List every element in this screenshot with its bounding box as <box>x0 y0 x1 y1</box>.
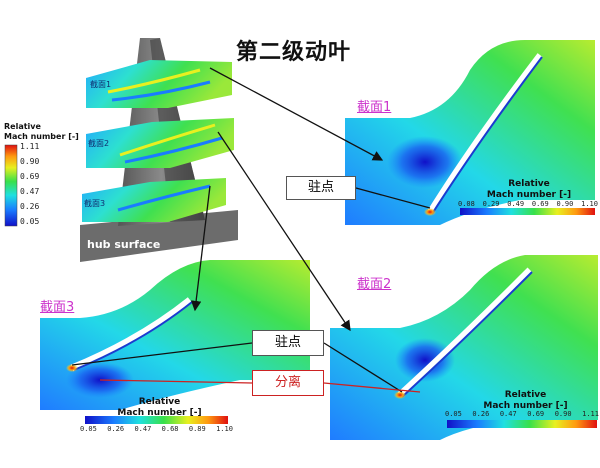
callout-separation: 分离 <box>252 370 324 396</box>
legend-s3-tick: 0.68 <box>161 425 179 433</box>
connector-lines <box>71 67 431 393</box>
legend-s2-tick: 0.47 <box>499 410 517 418</box>
section-3-label: 截面3 <box>40 300 75 315</box>
vertical-legend-tick: 0.47 <box>20 187 40 196</box>
vertical-legend <box>4 144 18 227</box>
legend-s2-tick: 0.26 <box>472 410 490 418</box>
legend-s1-title: Relative Mach number [-] <box>484 179 574 201</box>
vertical-legend-tick: 0.90 <box>20 157 40 166</box>
arrow-s2 <box>217 131 351 332</box>
arrow-s1 <box>209 67 384 161</box>
hub-surface-label: hub surface <box>87 238 161 251</box>
vertical-legend-tick: 0.26 <box>20 202 40 211</box>
vertical-legend-title-line1: Relative <box>4 122 41 131</box>
legend-s3-title-line2: Mach number [-] <box>117 408 202 418</box>
vertical-legend-tick: 0.69 <box>20 172 40 181</box>
line-stagnation-bottom-right <box>323 342 403 393</box>
section-2-contour <box>330 255 598 440</box>
blade-slice-2-label: 截面2 <box>88 139 110 148</box>
legend-s2-bar <box>447 420 597 428</box>
legend-s3-tick: 0.89 <box>188 425 206 433</box>
section-1-label: 截面1 <box>357 100 392 115</box>
legend-s3-title-line1: Relative <box>138 397 181 407</box>
line-stagnation-top <box>355 187 431 209</box>
blade-3d-view <box>80 38 238 262</box>
legend-s2-title-line2: Mach number [-] <box>483 401 568 411</box>
legend-s2-tick: 1.11 <box>582 410 599 418</box>
legend-s2-title-line1: Relative <box>504 390 547 400</box>
legend-s3-tick: 1.10 <box>216 425 233 433</box>
legend-s3-title: Relative Mach number [-] <box>112 397 207 419</box>
legend-s1-tick: 0.08 <box>458 200 475 208</box>
line-stagnation-bottom-left <box>71 342 253 366</box>
vertical-legend-tick: 0.05 <box>20 217 40 226</box>
legend-s3-tick: 0.47 <box>134 425 152 433</box>
section-1-contour <box>345 40 595 225</box>
callout-stagnation-top: 驻点 <box>286 176 356 200</box>
legend-s3-tick: 0.26 <box>107 425 125 433</box>
separation-lines <box>99 379 421 393</box>
legend-s1-tick: 0.49 <box>507 200 525 208</box>
vertical-legend-title: Relative Mach number [-] <box>4 122 79 142</box>
legend-s3-bar <box>85 416 228 424</box>
legend-s2-title: Relative Mach number [-] <box>478 390 573 412</box>
legend-s1-ticks: 0.08 0.29 0.49 0.69 0.90 1.10 <box>458 200 598 208</box>
section-2-label: 截面2 <box>357 277 392 292</box>
page-title: 第二级动叶 <box>236 40 352 65</box>
legend-s2-tick: 0.69 <box>527 410 545 418</box>
legend-s3-ticks: 0.05 0.26 0.47 0.68 0.89 1.10 <box>80 425 233 433</box>
legend-s1-tick: 0.69 <box>531 200 549 208</box>
legend-s2-tick: 0.90 <box>554 410 572 418</box>
legend-s1-bar <box>460 208 595 215</box>
legend-s1-title-line2: Mach number [-] <box>486 190 572 200</box>
blade-slice-3-label: 截面3 <box>84 199 106 208</box>
arrow-s3 <box>190 185 211 312</box>
legend-s1-title-line1: Relative <box>508 179 550 189</box>
vertical-legend-title-line2: Mach number [-] <box>4 132 79 141</box>
legend-s2-tick: 0.05 <box>445 410 462 418</box>
legend-s1-tick: 1.10 <box>581 200 598 208</box>
vertical-legend-tick: 1.11 <box>20 142 40 151</box>
legend-s2-ticks: 0.05 0.26 0.47 0.69 0.90 1.11 <box>445 410 599 418</box>
callout-stagnation-bottom: 驻点 <box>252 330 324 356</box>
blade-slice-1-label: 截面1 <box>90 80 112 89</box>
legend-s3-tick: 0.05 <box>80 425 97 433</box>
legend-s1-tick: 0.90 <box>556 200 574 208</box>
legend-s1-tick: 0.29 <box>482 200 500 208</box>
